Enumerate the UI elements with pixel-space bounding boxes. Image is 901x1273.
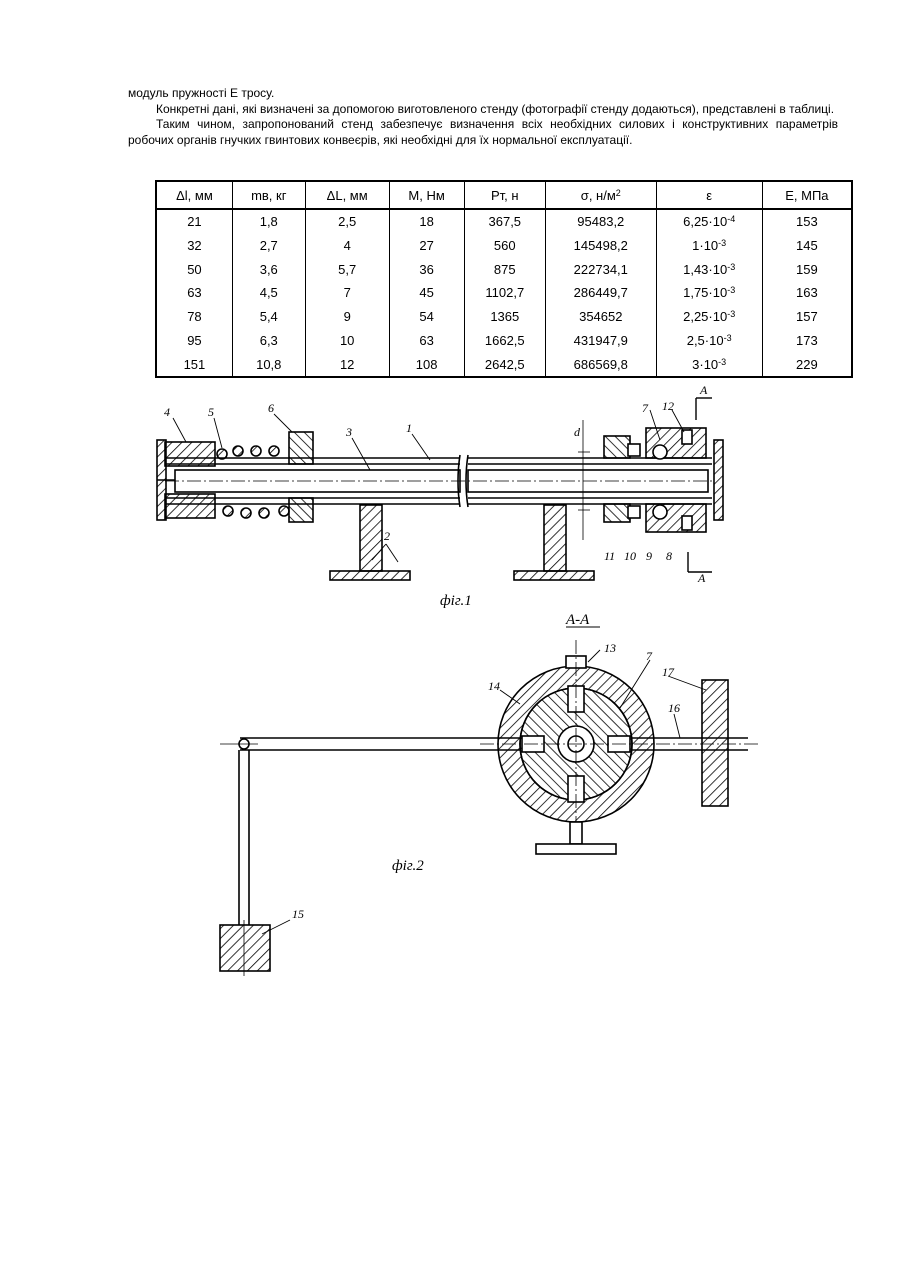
weight-15 — [220, 925, 270, 971]
support-2-right-base — [514, 571, 594, 580]
bearing-11-top — [604, 436, 630, 458]
handle-bar — [536, 844, 616, 854]
label-13: 13 — [604, 641, 616, 655]
label-a-top: A — [699, 383, 708, 397]
label-6: 6 — [268, 401, 274, 415]
ball-12 — [653, 445, 667, 459]
label-17: 17 — [662, 665, 675, 679]
wheel-17 — [702, 680, 728, 806]
label-8: 8 — [666, 549, 672, 563]
fig2-caption: фіг.2 — [392, 858, 424, 874]
label-5: 5 — [208, 405, 214, 419]
label-d: d — [574, 425, 581, 439]
label-10: 10 — [624, 549, 636, 563]
section-title: А-А — [565, 612, 590, 628]
handle-stem — [570, 822, 582, 844]
label-16: 16 — [668, 701, 680, 715]
label-3: 3 — [345, 425, 352, 439]
nut-6-top — [289, 432, 313, 464]
figure-1 — [157, 398, 723, 580]
label-11: 11 — [604, 549, 615, 563]
end-plate-right — [714, 440, 723, 520]
housing-4-top — [165, 442, 215, 466]
bearing-11-bottom — [604, 504, 630, 522]
label-7-fig2: 7 — [646, 649, 653, 663]
label-1: 1 — [406, 421, 412, 435]
label-9: 9 — [646, 549, 652, 563]
label-2: 2 — [384, 529, 390, 543]
support-2-left-post — [360, 505, 382, 571]
spring-5 — [217, 446, 289, 518]
label-7: 7 — [642, 401, 649, 415]
support-2-right-post — [544, 505, 566, 571]
fig1-caption: фіг.1 — [440, 593, 472, 609]
support-2-left-base — [330, 571, 410, 580]
label-15: 15 — [292, 907, 304, 921]
label-4: 4 — [164, 405, 170, 419]
ball-9 — [653, 505, 667, 519]
figure-1-labels: 4 5 6 3 1 d 7 12 A 11 10 9 8 A 2 фіг.1 — [164, 383, 708, 609]
label-14: 14 — [488, 679, 500, 693]
nut-6-bottom — [289, 498, 313, 522]
label-a-bottom: A — [697, 571, 706, 585]
label-12: 12 — [662, 399, 674, 413]
